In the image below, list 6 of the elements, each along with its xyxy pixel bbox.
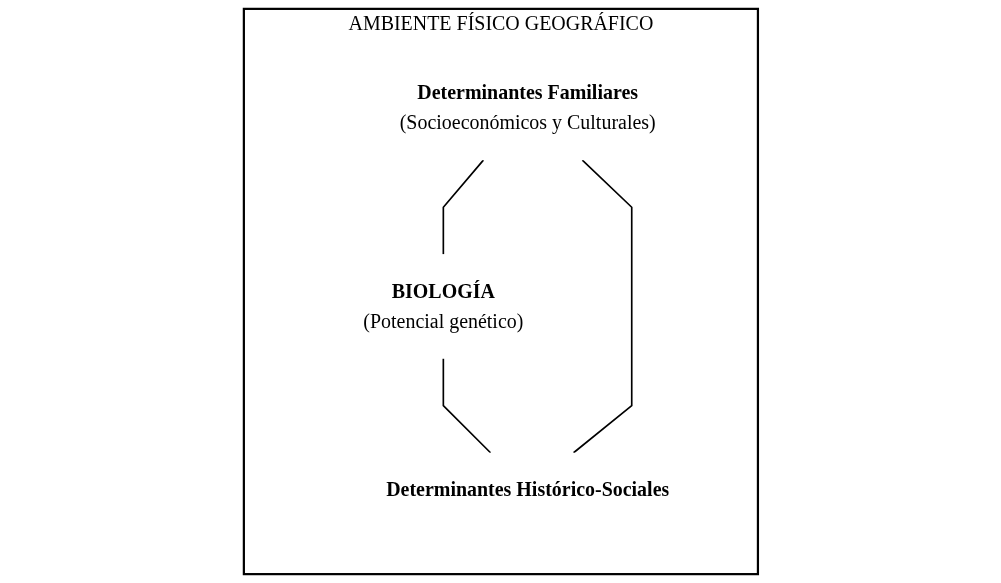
connector <box>442 159 484 256</box>
connector <box>442 357 491 454</box>
node-text: Determinantes Familiares (Socioeconómicos y Culturales) <box>399 81 656 134</box>
connector <box>572 159 633 454</box>
node-text: BIOLOGÍA (Potencial genético) <box>362 279 523 332</box>
node-text: Determinantes Histórico-Sociales <box>385 478 669 501</box>
